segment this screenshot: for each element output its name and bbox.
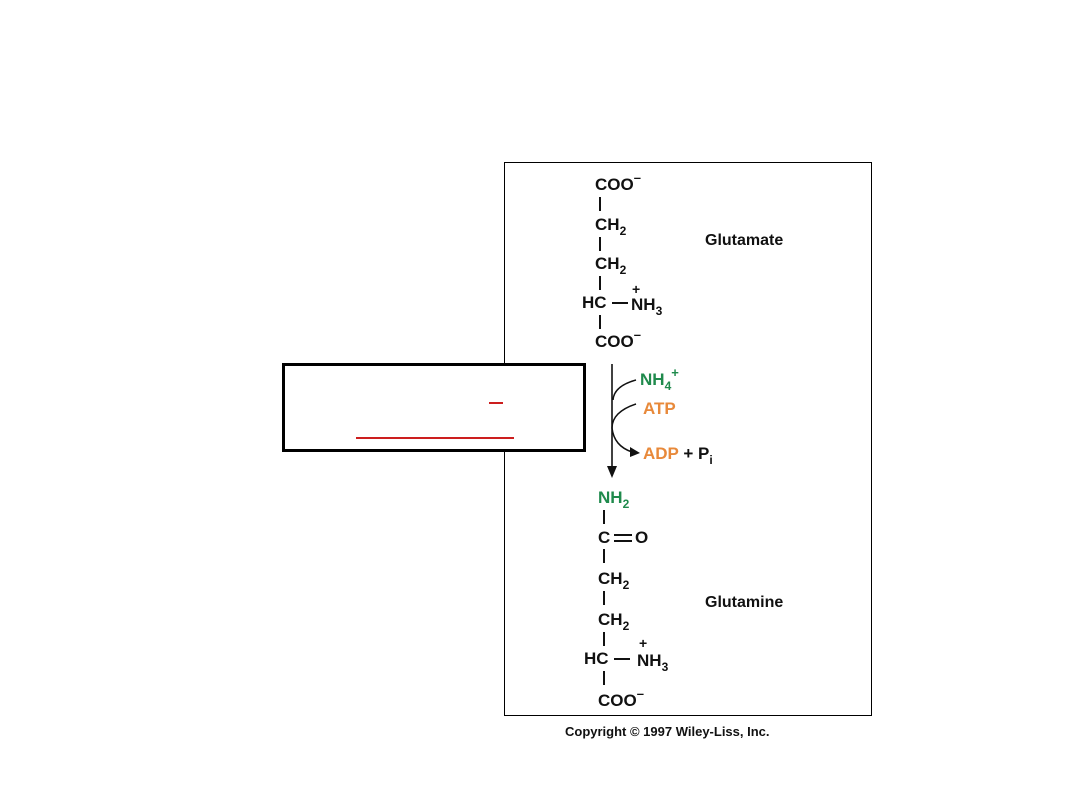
red-dash-mark [489, 402, 503, 404]
red-underline-mark [356, 437, 514, 439]
atp-label: ATP [643, 399, 676, 418]
double-bond [614, 534, 632, 536]
glutamine-amino-charge: + [639, 635, 648, 651]
bond [599, 315, 601, 329]
glutamine-label: Glutamine [705, 594, 784, 611]
copyright-notice: Copyright © 1997 Wiley-Liss, Inc. [565, 724, 770, 739]
glutamate-amino-charge: + [632, 281, 641, 297]
glutamate-bottom-carboxyl: COO– [595, 327, 641, 351]
glutamine-carbonyl-carbon: C [598, 528, 611, 547]
glutamine-ch2-b: CH2 [598, 610, 630, 633]
main-arrowhead [607, 466, 617, 478]
bond [603, 632, 605, 646]
glutamate-ch2-a: CH2 [595, 215, 627, 238]
glutamine-alpha-carbon: HC [584, 649, 609, 668]
glutamine-carbonyl-oxygen: O [635, 528, 649, 547]
adp-arrowhead [630, 447, 640, 457]
glutamate-alpha-carbon: HC [582, 293, 607, 312]
glutamate-label: Glutamate [705, 232, 784, 249]
ammonium-label: NH4+ [640, 365, 679, 393]
bond [599, 237, 601, 251]
bond [612, 302, 628, 304]
bond [603, 510, 605, 524]
bond [614, 658, 630, 660]
bond [603, 591, 605, 605]
glutamate-ch2-b: CH2 [595, 254, 627, 277]
double-bond [614, 540, 632, 542]
bond [599, 276, 601, 290]
glutamine-amino-group: NH3 [637, 651, 669, 674]
glutamate-top-carboxyl: COO– [595, 170, 641, 194]
glutamine-bottom-carboxyl: COO– [598, 686, 644, 710]
callout-box [282, 363, 586, 452]
glutamate-amino-group: NH3 [631, 295, 663, 318]
bond [603, 549, 605, 563]
adp-pi-label: ADP + Pi [643, 444, 713, 467]
ammonium-entry-curve [612, 379, 637, 401]
bond [599, 197, 601, 211]
glutamine-ch2-a: CH2 [598, 569, 630, 592]
bond [603, 671, 605, 685]
atp-adp-curve [611, 403, 637, 453]
glutamine-amide-nh2: NH2 [598, 488, 630, 511]
